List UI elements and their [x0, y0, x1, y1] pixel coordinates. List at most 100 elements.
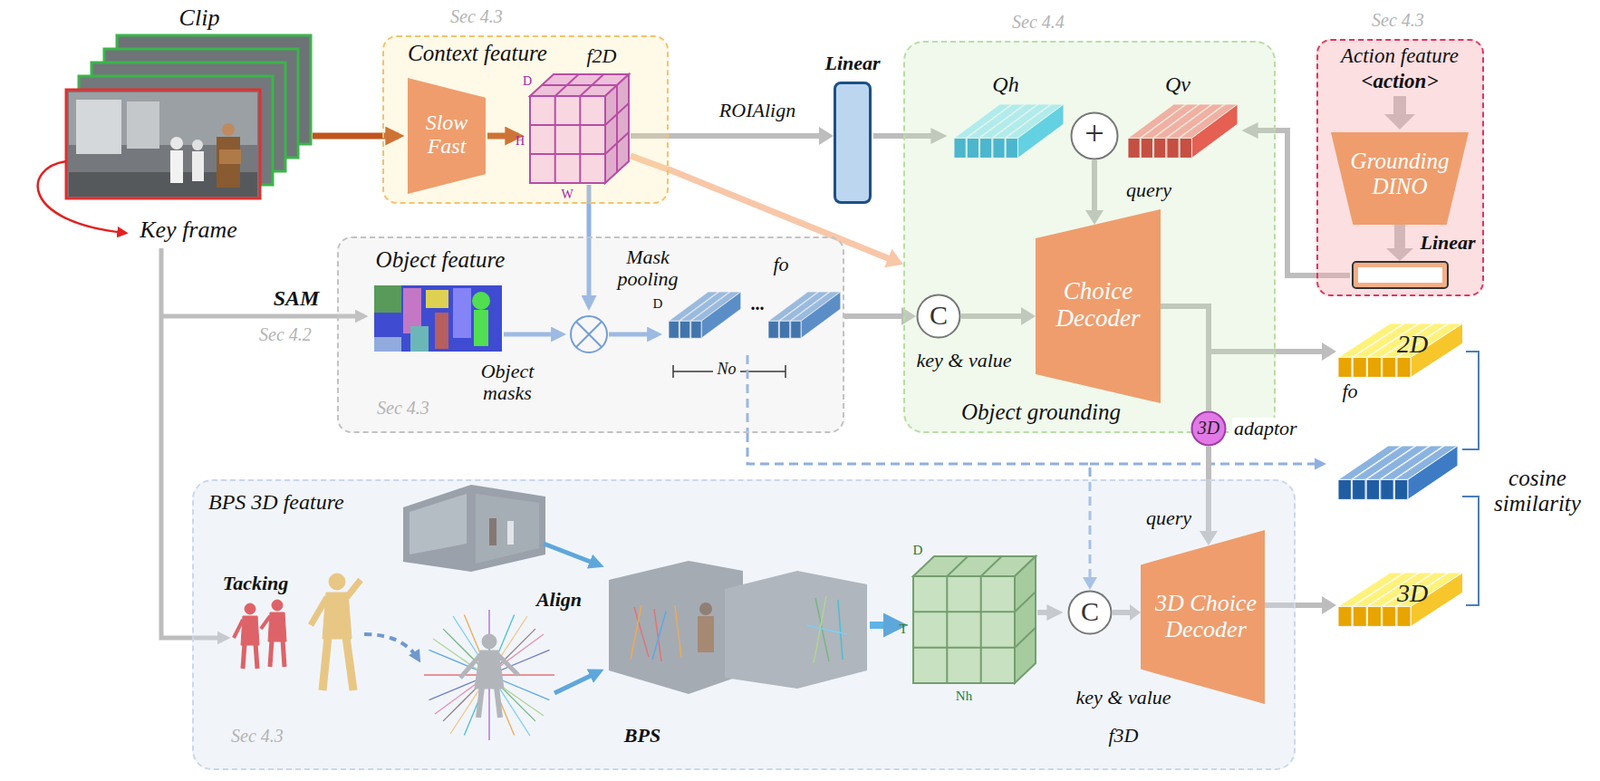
text-slot: key & value	[1075, 686, 1171, 709]
text-label: key & value	[915, 349, 1012, 372]
network-trapezoid: Grounding DINO	[1330, 132, 1469, 225]
text-label: <action>	[1361, 69, 1439, 93]
output-vectors: 2D	[1336, 321, 1465, 378]
text-slot: D	[522, 72, 532, 89]
connector-line	[844, 313, 903, 319]
trapezoid-outline	[1330, 132, 1469, 225]
text-label: Sec 4.3	[376, 397, 430, 418]
connector	[668, 126, 834, 145]
concat-circle: C	[1067, 589, 1113, 636]
text-label: T	[898, 621, 907, 637]
text-label: 3D	[1397, 579, 1428, 608]
similarity-bracket	[1462, 351, 1479, 606]
text-label: cosine similarity	[1483, 465, 1592, 516]
arrowhead	[1321, 596, 1337, 615]
text-slot: fo	[1341, 380, 1358, 403]
text-slot: Tacking	[222, 572, 290, 595]
text-slot: Object grounding	[961, 399, 1121, 425]
text-slot: 3D Choice Decoder	[1149, 590, 1263, 643]
text-label: SAM	[273, 286, 320, 310]
text-slot: Action feature	[1340, 44, 1459, 68]
text-slot: H	[515, 132, 525, 149]
text-label: fo	[1341, 380, 1358, 403]
text-slot: <action>	[1361, 69, 1439, 93]
section-panel: Sec 4.4Object grounding+Choice DecoderC	[903, 40, 1276, 434]
text-slot: +	[1084, 115, 1104, 154]
text-slot: fo	[772, 253, 789, 276]
text-slot: adaptor	[1232, 417, 1300, 440]
text-slot: Choice Decoder	[1044, 278, 1152, 332]
text-slot: Linear	[1419, 231, 1475, 254]
text-label: Action feature	[1340, 44, 1459, 68]
text-label: adaptor	[1232, 417, 1300, 440]
text-label: Align	[536, 588, 582, 611]
text-slot: Qh	[992, 72, 1019, 97]
text-label: BPS	[624, 724, 661, 747]
text-label: Choice Decoder	[1044, 278, 1152, 332]
text-label: key & value	[1075, 686, 1171, 709]
text-label: Tacking	[222, 572, 290, 595]
output-vectors	[1338, 572, 1464, 627]
section-panel: Sec 4.3Action feature<action>Grounding D…	[1316, 38, 1485, 297]
text-slot: query	[1126, 179, 1172, 202]
concat-circle: C	[915, 293, 962, 339]
text-label: Object grounding	[961, 399, 1121, 425]
circle-outline	[1069, 591, 1112, 635]
text-label: Sec 4.3	[231, 725, 284, 746]
text-label: Clip	[179, 5, 221, 32]
text-label: C	[929, 299, 948, 330]
text-label: Qv	[1165, 72, 1191, 97]
flow-arrow	[161, 314, 365, 319]
text-slot: 3D	[1197, 417, 1220, 438]
text-slot: Mask pooling	[607, 246, 689, 290]
text-slot: f2D	[587, 45, 617, 68]
text-slot: Sec 4.3	[1371, 9, 1425, 30]
text-slot: Sec 4.2	[259, 324, 312, 345]
text-label: No	[716, 360, 736, 379]
text-label: Nh	[955, 688, 973, 704]
text-slot: C	[1080, 596, 1099, 627]
connector-line	[668, 133, 820, 139]
text-slot: D	[913, 541, 924, 559]
text-slot: f3D	[1108, 724, 1139, 747]
text-label: W	[560, 187, 573, 202]
text-slot: Key frame	[139, 217, 238, 244]
text-slot: T	[898, 620, 907, 637]
text-label: Grounding DINO	[1339, 148, 1460, 199]
text-slot: Clip	[179, 5, 221, 32]
text-label: Sec 4.4	[1012, 11, 1065, 32]
text-slot: ROIAlign	[719, 99, 796, 122]
text-label: D	[522, 74, 532, 88]
text-slot: Sec 4.3	[450, 6, 503, 27]
text-slot: 2D	[1397, 330, 1428, 359]
text-label: Linear	[1419, 231, 1475, 254]
text-label: D	[653, 296, 664, 312]
text-slot: Nh	[955, 687, 973, 704]
text-slot: Grounding DINO	[1339, 148, 1460, 199]
text-label: H	[515, 134, 525, 148]
section-panel: Sec 4.3Context featureSlow Fast	[382, 35, 669, 204]
text-slot: Linear	[824, 52, 880, 75]
circle-outline	[1071, 113, 1119, 160]
section-panel: Object featureSec 4.3	[337, 236, 845, 434]
text-slot: D	[653, 295, 664, 312]
clip-frames	[66, 35, 311, 199]
text-slot: SAM	[273, 286, 320, 310]
text-label: Qh	[992, 72, 1019, 97]
text-slot: Qv	[1165, 72, 1191, 97]
text-label: Object masks	[471, 360, 544, 405]
text-label: 2D	[1397, 330, 1428, 359]
keyframe-arrow	[38, 161, 126, 233]
text-slot: Object feature	[375, 247, 506, 273]
text-label: f3D	[1108, 724, 1139, 747]
text-label: query	[1126, 179, 1172, 202]
text-label: Sec 4.2	[259, 324, 312, 345]
text-slot: Object masks	[471, 360, 544, 405]
text-slot: Align	[536, 588, 582, 611]
text-label: Mask pooling	[607, 246, 689, 290]
adaptor-circle: 3Dadaptor	[1190, 410, 1227, 447]
text-slot: ...	[751, 293, 765, 314]
text-slot: Sec 4.4	[1012, 11, 1065, 32]
